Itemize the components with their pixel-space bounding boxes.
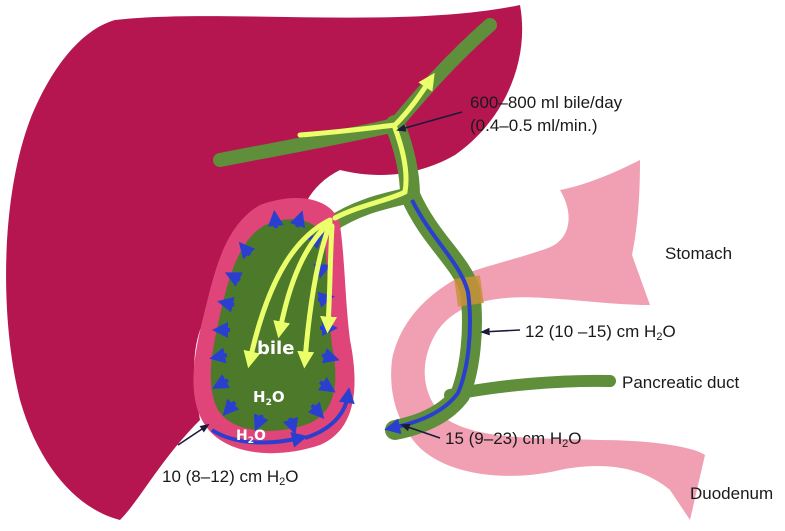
pancreatic-duct-shape [444,374,616,401]
bile-flow-label-line1: 600–800 ml bile/day [470,93,623,112]
duct-pressure-label: 12 (10 –15) cm H2O [525,322,676,343]
bile-inner-label: bile [257,338,295,359]
stomach-label: Stomach [665,244,733,263]
sphincter-pressure-label: 15 (9–23) cm H2O [445,429,582,450]
gallbladder-lumen [210,219,336,431]
wall-flow-arrows [210,387,355,448]
bile-flow-arrows [243,72,435,369]
water-wall-label: H2O [236,428,266,446]
bile-flow-label-line2: (0.4–0.5 ml/min.) [470,116,598,135]
water-inner-label: H2O [253,388,285,408]
cystic-duct [322,187,418,233]
intestine-shape [391,160,705,520]
pointer-lines [177,111,521,446]
duodenum-label: Duodenum [690,484,774,503]
pancreatic-duct-label: Pancreatic duct [622,373,740,392]
gallbladder-pressure-label: 10 (8–12) cm H2O [162,467,299,488]
duct-flow-arrow [384,199,472,435]
